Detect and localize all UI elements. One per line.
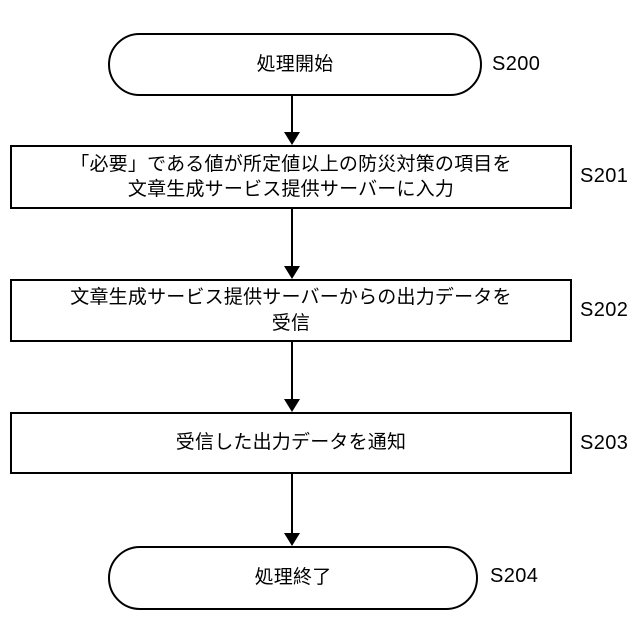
flow-node-s200-label: 処理開始 bbox=[256, 53, 334, 75]
flow-node-s201-label: 「必要」である値が所定値以上の防災対策の項目を 文章生成サービス提供サーバーに入… bbox=[70, 153, 512, 200]
flow-node-s201-process: 「必要」である値が所定値以上の防災対策の項目を 文章生成サービス提供サーバーに入… bbox=[10, 145, 572, 209]
arrowhead-down-icon bbox=[284, 533, 300, 546]
flow-node-s204-end: 処理終了 bbox=[108, 546, 478, 610]
step-reference-s201: S201 bbox=[580, 165, 629, 187]
flow-node-s203-process: 受信した出力データを通知 bbox=[10, 412, 572, 474]
step-reference-s200: S200 bbox=[492, 53, 541, 75]
arrowhead-down-icon bbox=[284, 399, 300, 412]
connector-shaft bbox=[290, 209, 294, 268]
flow-node-s203-label: 受信した出力データを通知 bbox=[175, 432, 407, 454]
connector-shaft bbox=[290, 342, 294, 401]
flow-node-s202-label: 文章生成サービス提供サーバーからの出力データを 受信 bbox=[70, 287, 512, 334]
step-reference-s202: S202 bbox=[580, 299, 629, 321]
step-reference-s203: S203 bbox=[580, 432, 629, 454]
arrowhead-down-icon bbox=[284, 132, 300, 145]
arrowhead-down-icon bbox=[284, 266, 300, 279]
step-reference-s204: S204 bbox=[490, 565, 539, 587]
flow-node-s200-start: 処理開始 bbox=[108, 33, 482, 96]
connector-shaft bbox=[290, 96, 294, 134]
flow-node-s204-label: 処理終了 bbox=[254, 567, 332, 589]
connector-shaft bbox=[290, 474, 294, 535]
flow-node-s202-process: 文章生成サービス提供サーバーからの出力データを 受信 bbox=[10, 279, 572, 342]
